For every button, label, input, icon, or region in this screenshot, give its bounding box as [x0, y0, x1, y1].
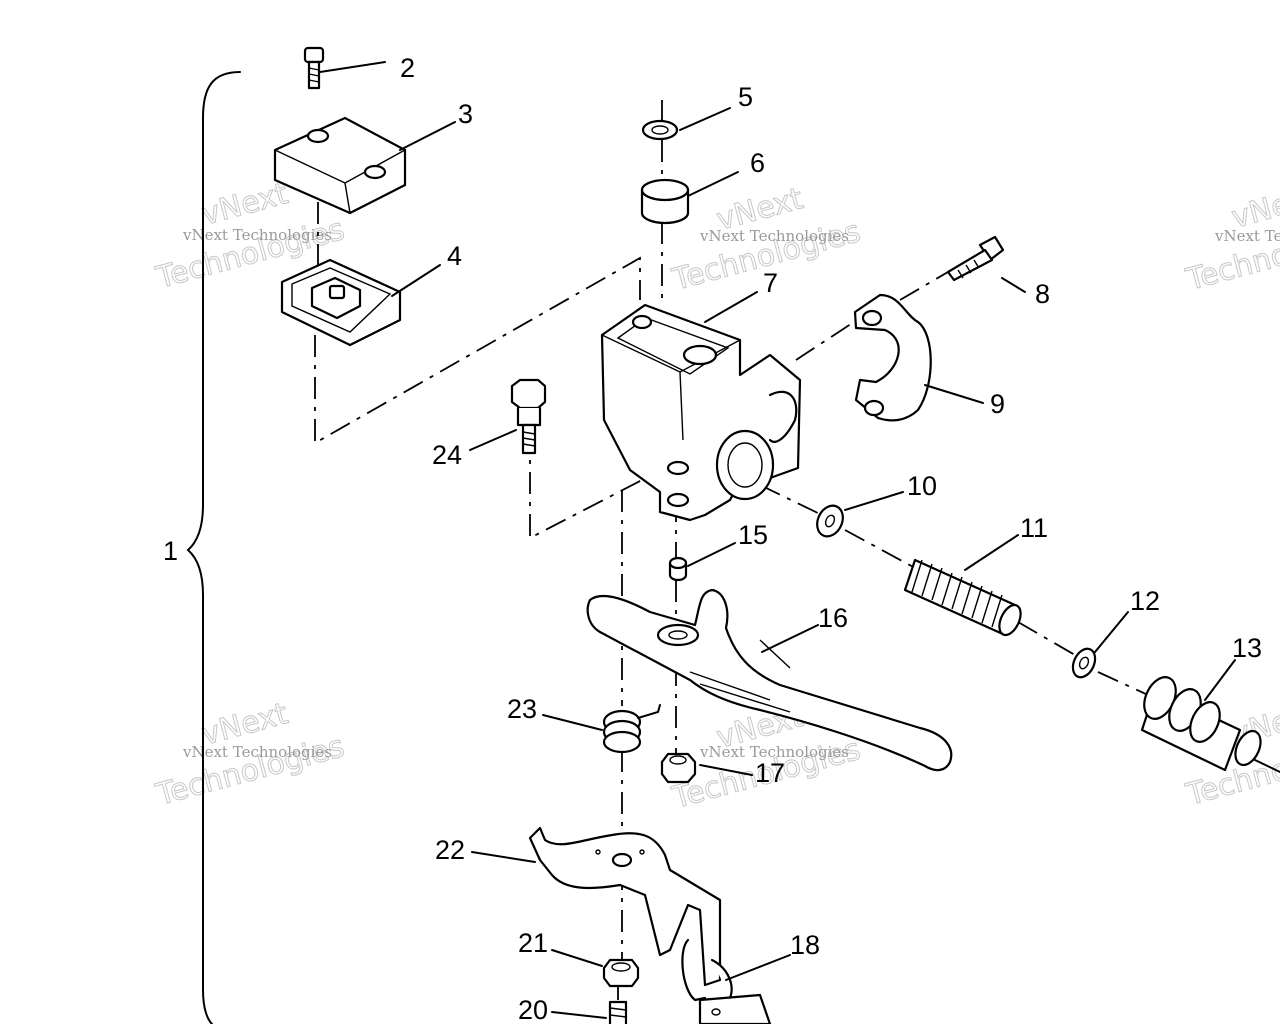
part-11-spring	[903, 558, 1022, 637]
part-21-nut	[602, 958, 640, 988]
callout-23: 23	[507, 694, 537, 724]
callout-17: 17	[755, 758, 785, 788]
callout-1: 1	[163, 536, 178, 566]
callout-12: 12	[1130, 586, 1160, 616]
watermark-bottom-left: vNext Technologies vNext Technologies	[152, 696, 349, 814]
part-20-screw	[608, 1000, 628, 1024]
callout-4: 4	[447, 241, 462, 271]
part-5-washer	[641, 119, 679, 141]
part-4-diaphragm	[280, 258, 402, 347]
svg-text:vNext Technologies: vNext Technologies	[182, 226, 332, 244]
callout-5: 5	[738, 82, 753, 112]
callout-7: 7	[763, 268, 778, 298]
callout-20: 20	[518, 995, 548, 1024]
svg-text:vNext Technologies: vNext Technologies	[182, 743, 332, 761]
part-24-pivot-bolt	[510, 378, 547, 455]
callout-labels: 1 2 3 4 5 6 7 8 9 10 11 12 13 15 16 17 1…	[163, 53, 1262, 1024]
part-17-nut	[660, 752, 697, 784]
callout-13: 13	[1232, 633, 1262, 663]
part-9-handlebar-clamp	[853, 293, 932, 422]
part-12-washer	[1071, 647, 1097, 679]
callout-16: 16	[818, 603, 848, 633]
part-8-clamp-bolt	[946, 235, 1005, 282]
part-16-brake-lever	[586, 588, 953, 772]
svg-text:vNext: vNext	[198, 176, 292, 233]
callout-15: 15	[738, 520, 768, 550]
leader-lines	[319, 61, 1236, 1019]
svg-text:Technologies: Technologies	[152, 729, 348, 813]
callout-3: 3	[458, 99, 473, 129]
callout-18: 18	[790, 930, 820, 960]
part-7-master-cylinder	[600, 303, 802, 522]
watermark-top-right: vNext Technologies vNext Technologies	[1182, 179, 1280, 299]
callout-6: 6	[750, 148, 765, 178]
callout-21: 21	[518, 928, 548, 958]
part-6-bushing	[640, 178, 690, 225]
part-18-brake-switch	[681, 938, 772, 1024]
svg-text:vNext Technologies: vNext Technologies	[699, 227, 849, 245]
callout-9: 9	[990, 389, 1005, 419]
callout-24: 24	[432, 440, 462, 470]
part-22-switch-bracket	[528, 826, 722, 987]
callout-22: 22	[435, 835, 465, 865]
svg-text:vNext Technologies: vNext Technologies	[699, 743, 849, 761]
part-23-torsion-spring	[602, 704, 661, 754]
part-2-screw	[303, 46, 325, 90]
part-13-piston	[1140, 676, 1280, 773]
callout-2: 2	[400, 53, 415, 83]
callout-10: 10	[907, 471, 937, 501]
callout-11: 11	[1020, 513, 1048, 543]
assembly-brace	[186, 71, 241, 1024]
callout-8: 8	[1035, 279, 1050, 309]
part-3-reservoir-cover	[273, 116, 407, 215]
part-15-bushing	[668, 556, 688, 582]
part-10-washer	[816, 504, 844, 538]
svg-text:vNext Technologies: vNext Technologies	[1214, 227, 1280, 245]
